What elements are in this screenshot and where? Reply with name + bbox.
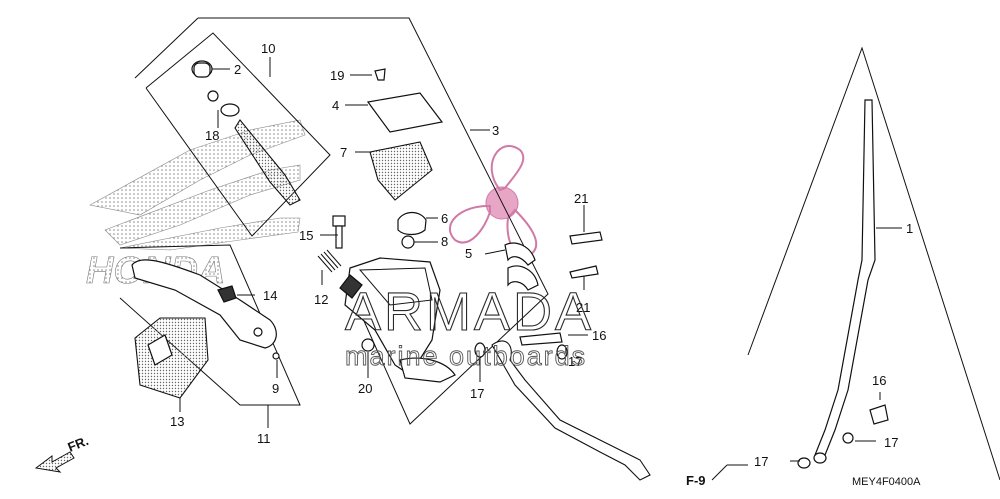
watermark-brand: ARMADA (345, 282, 594, 342)
brake-hose (474, 99, 889, 481)
callout-18: 18 (205, 128, 219, 143)
brake-lever (131, 259, 280, 360)
callout-14: 14 (263, 288, 277, 303)
callout-17-b: 17 (568, 354, 582, 369)
pivot-bolt-spring (317, 215, 346, 273)
diagram-code: MEY4F0400A (852, 476, 921, 488)
callout-16-b: 16 (872, 373, 886, 388)
callout-17-c: 17 (884, 435, 898, 450)
callout-12: 12 (314, 292, 328, 307)
callout-5: 5 (465, 246, 472, 261)
master-cylinder-body (339, 257, 456, 383)
leader-lines (179, 57, 902, 462)
callout-7: 7 (340, 145, 347, 160)
callout-21-top: 21 (574, 191, 588, 206)
callout-6: 6 (441, 211, 448, 226)
reservoir-parts (366, 68, 444, 249)
lever-cover (134, 317, 209, 399)
front-direction-marker: FR. (34, 433, 91, 473)
watermark-tagline: marine outboards (345, 341, 587, 371)
callout-4: 4 (332, 98, 339, 113)
piston-assembly (191, 60, 301, 206)
callout-17-a: 17 (470, 386, 484, 401)
callout-8: 8 (441, 234, 448, 249)
callout-10: 10 (261, 41, 275, 56)
callout-1: 1 (906, 221, 913, 236)
callout-11: 11 (257, 431, 271, 446)
propeller-logo (448, 145, 538, 258)
callout-3: 3 (492, 123, 499, 138)
callout-13: 13 (170, 414, 184, 429)
figure-reference: F-9 (686, 473, 706, 488)
callout-2: 2 (234, 62, 241, 77)
armada-watermark: ARMADA marine outboards (344, 281, 594, 371)
callout-16-a: 16 (592, 328, 606, 343)
callouts: 2 10 18 19 4 7 3 6 8 5 21 21 15 12 14 9 … (170, 41, 913, 469)
callout-15: 15 (299, 228, 313, 243)
holder-and-bolts (504, 231, 603, 291)
wing-logo-watermark: HONDA (86, 119, 306, 292)
callout-20: 20 (358, 381, 372, 396)
callout-21-bottom: 21 (576, 300, 590, 315)
front-label: FR. (66, 433, 91, 455)
callout-9: 9 (272, 381, 279, 396)
callout-19: 19 (330, 68, 344, 83)
callout-17-d: 17 (754, 454, 768, 469)
